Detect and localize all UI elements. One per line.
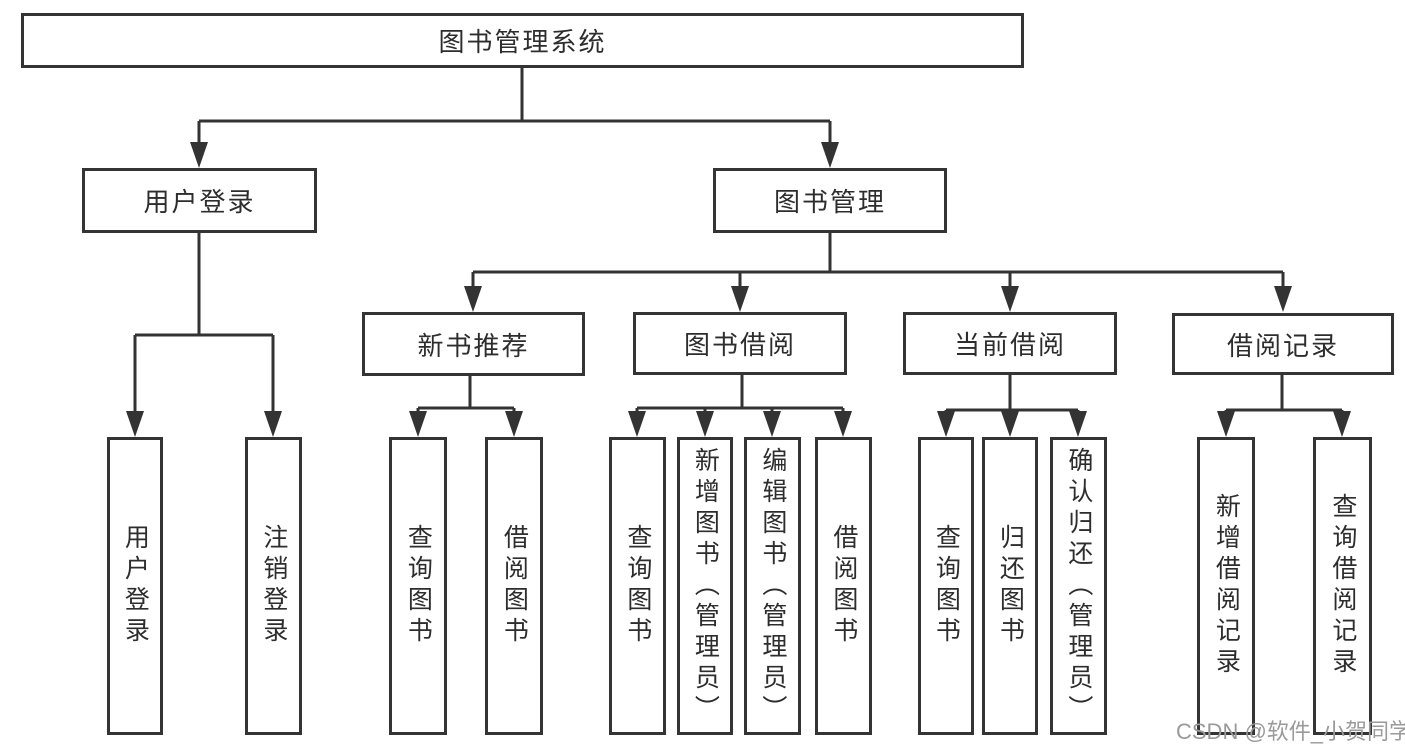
leaf-label: 编辑图书（管理员） [758, 446, 787, 726]
node-user-login: 用户登录 [82, 168, 317, 233]
node-book-management: 图书管理 [713, 168, 947, 233]
node-new-book-recommend: 新书推荐 [362, 312, 585, 376]
leaf-user-login: 用户登录 [107, 437, 163, 735]
node-label: 用户登录 [143, 187, 256, 217]
leaf-add-books-admin: 新增图书（管理员） [677, 437, 733, 735]
node-borrow-records: 借阅记录 [1172, 313, 1394, 375]
leaf-label: 注销登录 [259, 524, 288, 648]
leaf-edit-books-admin: 编辑图书（管理员） [744, 437, 801, 735]
csdn-watermark: CSDN @软件_小贺同学 [1176, 719, 1405, 744]
leaf-return-books: 归还图书 [982, 437, 1038, 735]
node-label: 图书借阅 [683, 330, 796, 360]
node-current-borrow: 当前借阅 [903, 312, 1117, 375]
leaf-label: 新增借阅记录 [1212, 493, 1241, 679]
leaf-label: 归还图书 [996, 524, 1025, 648]
node-library-system-root: 图书管理系统 [21, 13, 1024, 68]
leaf-query-books-current: 查询图书 [918, 437, 974, 735]
leaf-label: 查询图书 [623, 524, 652, 648]
arrowhead-icons [126, 142, 1351, 437]
leaf-label: 用户登录 [121, 524, 150, 648]
leaf-add-borrow-record: 新增借阅记录 [1197, 437, 1255, 735]
node-label: 图书管理系统 [438, 27, 607, 57]
leaf-confirm-return-admin: 确认归还（管理员） [1050, 437, 1107, 735]
leaf-label: 新增图书（管理员） [691, 446, 720, 726]
leaf-borrow-books: 借阅图书 [815, 437, 872, 735]
leaf-label: 借阅图书 [829, 524, 858, 648]
leaf-label: 确认归还（管理员） [1064, 446, 1093, 726]
leaf-logout: 注销登录 [245, 437, 302, 735]
node-label: 新书推荐 [417, 330, 530, 361]
leaf-borrow-books-recommend: 借阅图书 [485, 437, 543, 735]
leaf-label: 查询图书 [932, 524, 961, 648]
leaf-label: 查询借阅记录 [1328, 493, 1357, 679]
node-label: 借阅记录 [1226, 330, 1339, 361]
leaf-query-books-recommend: 查询图书 [389, 437, 447, 735]
node-label: 图书管理 [773, 187, 886, 217]
leaf-label: 借阅图书 [500, 524, 529, 648]
leaf-query-books-borrow: 查询图书 [609, 437, 666, 735]
node-book-borrow: 图书借阅 [633, 312, 847, 375]
node-label: 当前借阅 [953, 330, 1066, 360]
leaf-label: 查询图书 [404, 524, 433, 648]
leaf-query-borrow-record: 查询借阅记录 [1313, 437, 1372, 735]
